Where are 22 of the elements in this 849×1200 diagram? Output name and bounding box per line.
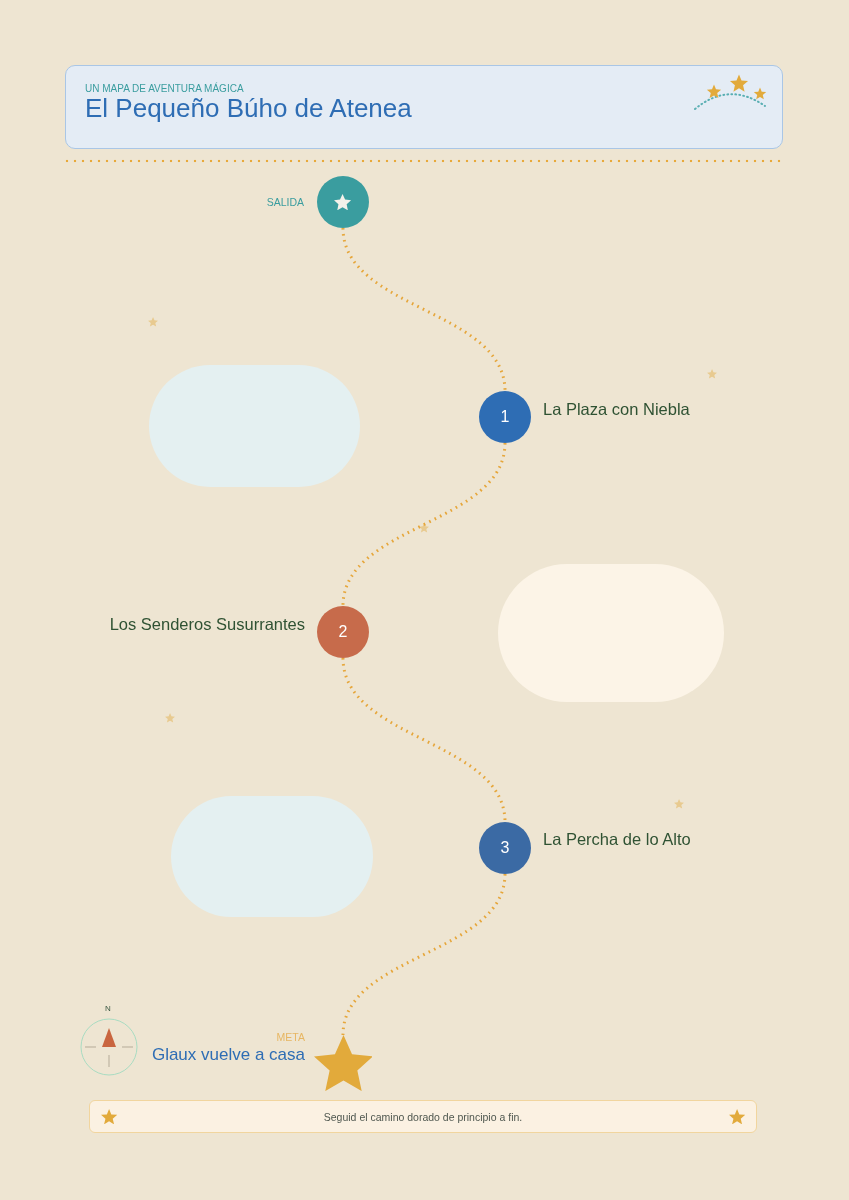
dotted-path — [341, 227, 507, 392]
dotted-path — [341, 873, 507, 1036]
place-name: La Percha de lo Alto — [543, 830, 691, 850]
step-number: 3 — [500, 840, 510, 856]
dotted-path — [341, 442, 507, 607]
subtitle: UN MAPA DE AVENTURA MÁGICA — [85, 83, 244, 94]
step-marker — [317, 606, 369, 658]
place-name: Los Senderos Susurrantes — [109, 615, 305, 635]
title: El Pequeño Búho de Atenea — [85, 93, 412, 124]
goal-tag: META — [276, 1030, 305, 1044]
compass-north-label: N — [105, 1004, 111, 1013]
start-label: SALIDA — [266, 195, 304, 209]
footer-caption: Seguid el camino dorado de principio a fin. — [323, 1110, 523, 1123]
step-number: 2 — [338, 624, 348, 640]
goal-label: Glaux vuelve a casa — [151, 1044, 305, 1066]
step-marker — [479, 391, 531, 443]
place-name: La Plaza con Niebla — [543, 400, 690, 420]
dotted-path — [341, 657, 507, 823]
step-number: 1 — [500, 409, 510, 425]
step-marker — [479, 822, 531, 874]
goal-star — [313, 1035, 373, 1092]
start-marker — [317, 176, 369, 228]
